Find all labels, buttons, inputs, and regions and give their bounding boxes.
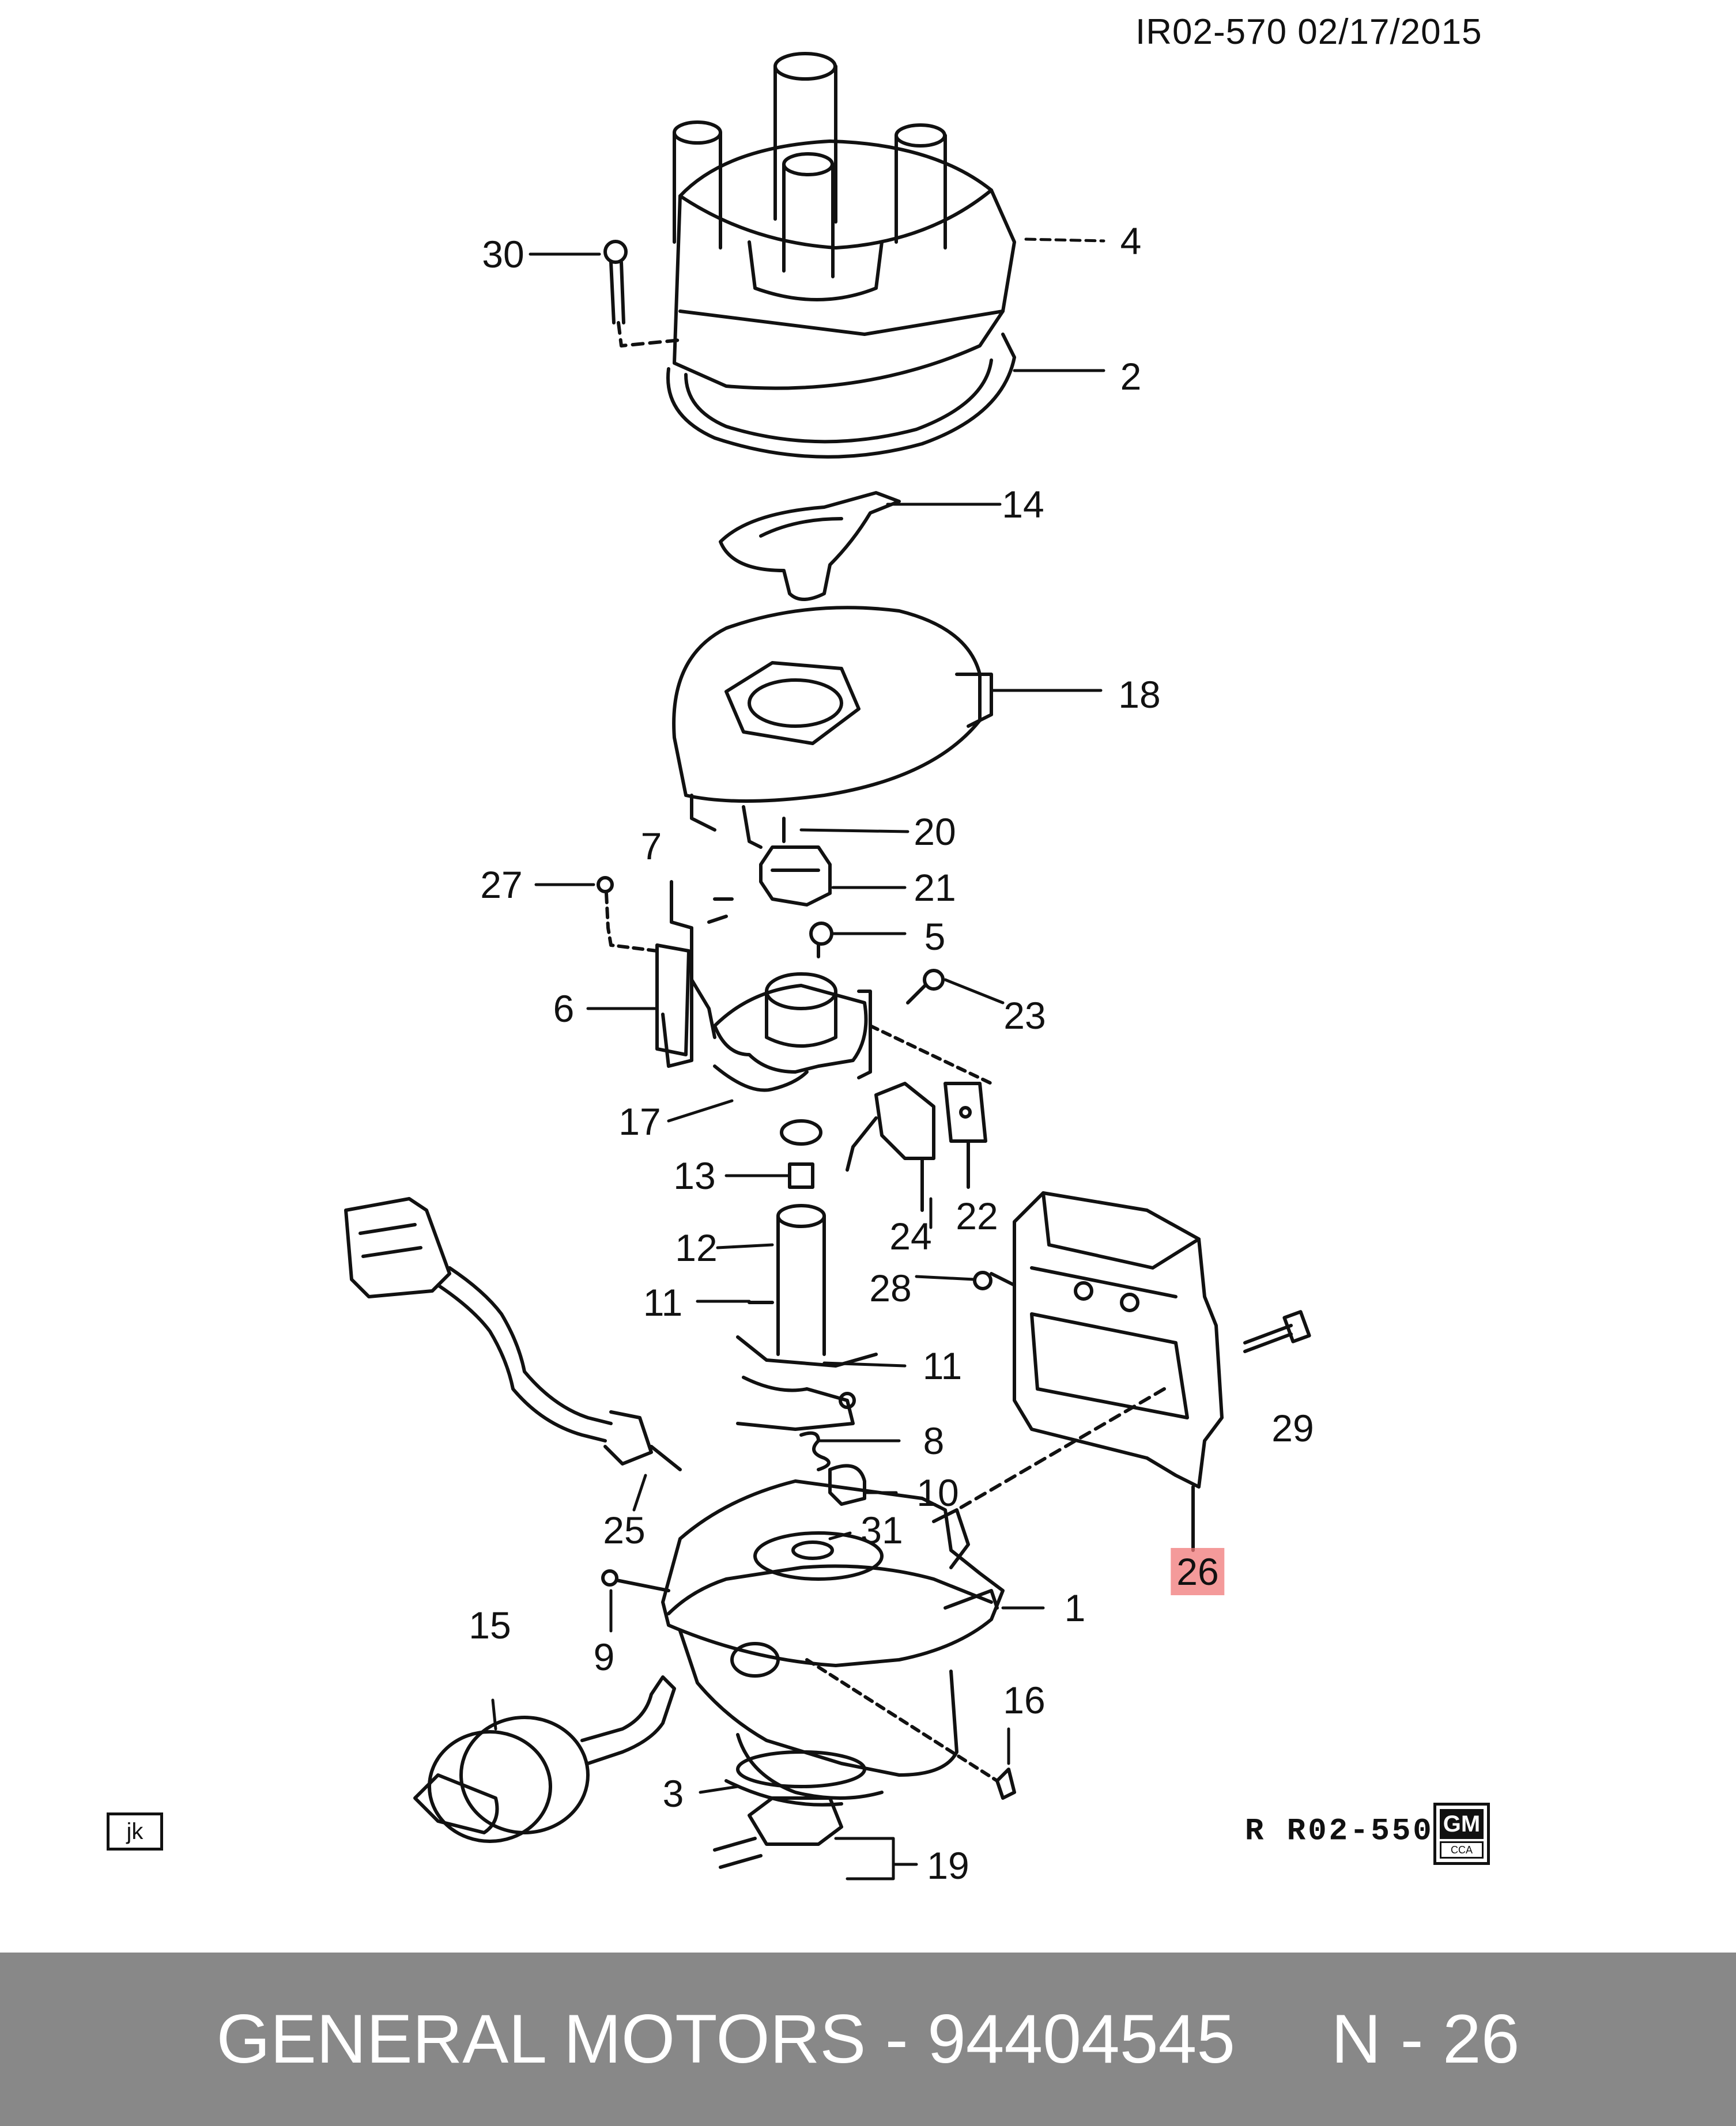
- callout-22: 22: [956, 1195, 998, 1237]
- gm-logo: GM CCA: [1433, 1803, 1490, 1865]
- screw-9: [601, 1569, 670, 1592]
- gm-logo-mark: GM: [1440, 1809, 1484, 1839]
- callout-20: 20: [914, 810, 956, 853]
- callout-12: 12: [675, 1226, 718, 1269]
- callout-30: 30: [482, 233, 524, 275]
- callout-28: 28: [869, 1267, 912, 1309]
- ignition-module: [955, 1191, 1224, 1552]
- callout-23: 23: [1003, 994, 1046, 1037]
- callout-27: 27: [480, 863, 523, 906]
- distributor-housing: [661, 1479, 1005, 1807]
- callout-15: 15: [469, 1604, 511, 1647]
- gm-logo-cca: CCA: [1440, 1841, 1484, 1859]
- bracket-6-7: [597, 876, 734, 1068]
- drawing-reference-date: IR02-570 02/17/2015: [1135, 12, 1482, 52]
- callout-3: 3: [662, 1772, 684, 1815]
- shaft-assembly: [736, 1119, 878, 1431]
- seal-and-clip: [713, 1750, 866, 1869]
- callout-14: 14: [1002, 483, 1044, 526]
- callout-29: 29: [1271, 1407, 1314, 1449]
- callout-2: 2: [1120, 355, 1142, 398]
- callout-10: 10: [916, 1471, 959, 1514]
- callout-1: 1: [1064, 1587, 1086, 1629]
- footer-banner: GENERAL MOTORS - 94404545 N - 26: [0, 1953, 1736, 2126]
- callout-11-lower: 11: [922, 1345, 963, 1387]
- callout-4: 4: [1120, 220, 1142, 262]
- advance-plate: [713, 972, 993, 1092]
- callout-8: 8: [923, 1419, 945, 1462]
- inner-cover: [672, 606, 993, 849]
- callout-13: 13: [673, 1154, 716, 1197]
- rotor: [719, 491, 901, 601]
- pickup-small-parts: [759, 817, 833, 958]
- screw-30: [603, 240, 682, 348]
- callout-16: 16: [1003, 1679, 1046, 1721]
- callout-21: 21: [914, 866, 956, 909]
- screw-23: [906, 969, 945, 1005]
- drawing-code: R R02-550: [1245, 1814, 1434, 1849]
- callout-9: 9: [593, 1636, 615, 1678]
- callout-25: 25: [603, 1509, 646, 1551]
- bolt-16: [995, 1768, 1016, 1800]
- screws-28-29: [973, 1271, 1311, 1353]
- callout-5: 5: [924, 915, 946, 958]
- spring-weight: [799, 1431, 866, 1506]
- callout-6: 6: [553, 987, 575, 1030]
- callout-18: 18: [1118, 673, 1161, 716]
- callout-19: 19: [927, 1844, 969, 1887]
- distributor-cap: [673, 52, 1016, 390]
- callout-26-highlighted: 26: [1171, 1548, 1225, 1595]
- wiring-harness: [344, 1197, 682, 1471]
- callout-24: 24: [889, 1215, 932, 1258]
- cap-gasket: [666, 333, 1016, 459]
- callout-17: 17: [618, 1100, 661, 1143]
- jk-box: jk: [107, 1812, 163, 1851]
- callout-11-upper: 11: [643, 1281, 683, 1324]
- footer-caption: GENERAL MOTORS - 94404545 N - 26: [216, 2000, 1520, 2078]
- sensor-24-22: [846, 1082, 987, 1212]
- leader-lines: [491, 237, 1105, 1880]
- exploded-parts-diagram: IR02-570 02/17/2015 4 2 30 14 18 20 7 27…: [107, 12, 1490, 1887]
- callout-7: 7: [640, 825, 662, 867]
- diagram-linework: [344, 52, 1311, 1880]
- vacuum-advance: [413, 1675, 676, 1843]
- callout-31: 31: [861, 1509, 903, 1551]
